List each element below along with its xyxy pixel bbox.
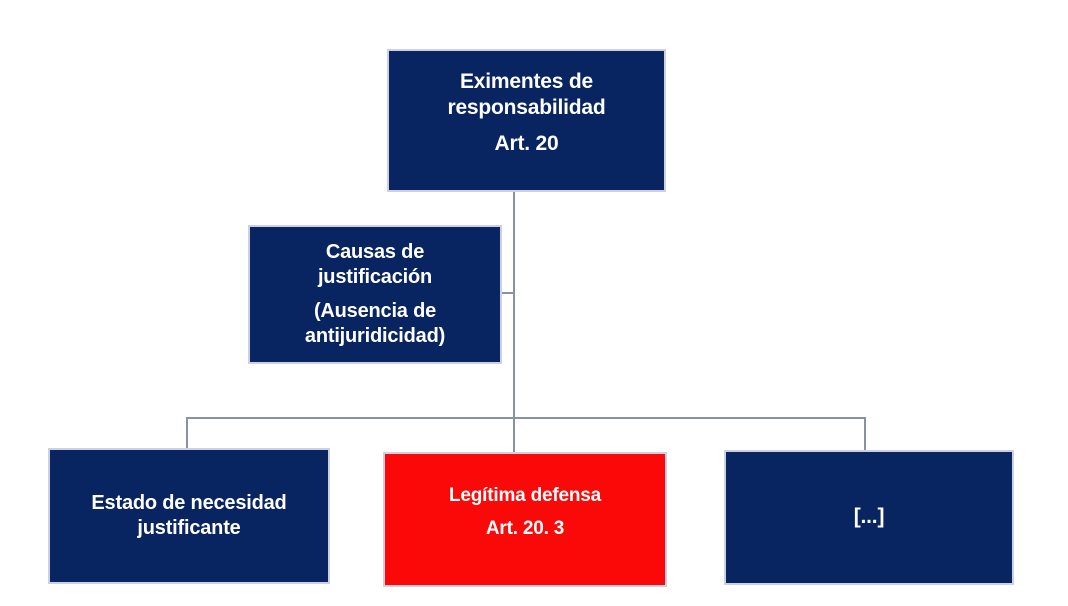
- node-causas-justificacion-heading: Causas de justificación: [317, 241, 433, 289]
- connector-drop-estado-necesidad: [186, 417, 188, 450]
- node-legitima-defensa[interactable]: Legítima defensa Art. 20. 3: [383, 452, 667, 587]
- connector-drop-etcetera: [864, 417, 866, 452]
- node-causas-justificacion[interactable]: Causas de justificación (Ausencia de ant…: [248, 225, 502, 364]
- node-etcetera[interactable]: [...]: [724, 450, 1014, 585]
- connector-root-to-children: [513, 192, 515, 419]
- node-eximentes-article: Art. 20: [494, 131, 559, 155]
- connector-drop-legitima-defensa: [513, 417, 515, 454]
- node-legitima-defensa-heading: Legítima defensa: [448, 485, 601, 506]
- node-eximentes-responsabilidad[interactable]: Eximentes de responsabilidad Art. 20: [387, 49, 666, 192]
- connector-children-distribution-bar: [186, 417, 866, 419]
- node-eximentes-heading: Eximentes de responsabilidad: [447, 70, 606, 120]
- node-causas-justificacion-subtitle: (Ausencia de antijuridicidad): [304, 300, 446, 348]
- connector-justificacion-to-trunk: [502, 292, 515, 294]
- node-estado-necesidad-justificante[interactable]: Estado de necesidad justificante: [48, 448, 330, 584]
- node-etcetera-heading: [...]: [853, 505, 885, 529]
- node-legitima-defensa-article: Art. 20. 3: [485, 517, 565, 539]
- node-estado-necesidad-heading: Estado de necesidad justificante: [91, 491, 287, 539]
